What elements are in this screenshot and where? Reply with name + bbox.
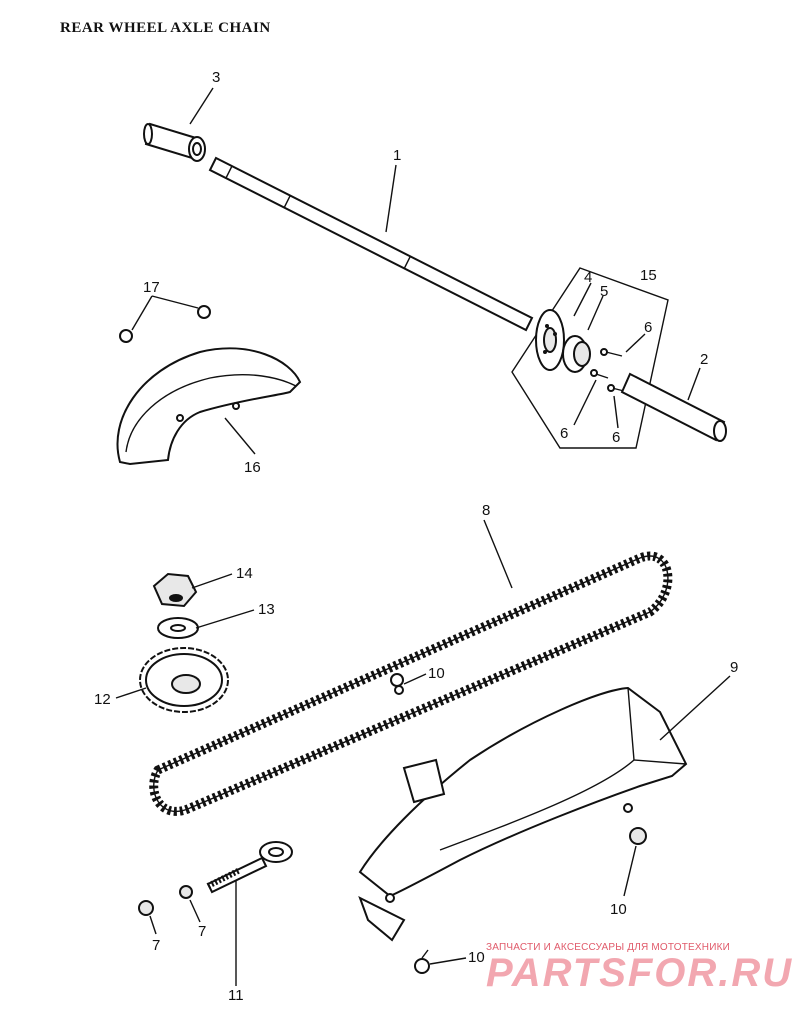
callout-7a: 7 bbox=[152, 937, 160, 954]
callout-15: 15 bbox=[640, 267, 657, 284]
hub-assembly-part-15 bbox=[511, 267, 669, 449]
washer-part-13 bbox=[157, 617, 199, 639]
callout-4: 4 bbox=[584, 269, 592, 286]
callout-labels: 1 2 3 4 5 6 6 6 7 7 8 9 10 10 10 11 12 1… bbox=[94, 69, 738, 1004]
callout-2: 2 bbox=[700, 351, 708, 368]
callout-6a: 6 bbox=[644, 319, 652, 336]
watermark-brand: PARTSFOR.RU bbox=[486, 951, 794, 995]
page-title: REAR WHEEL AXLE CHAIN bbox=[60, 20, 271, 36]
callout-14: 14 bbox=[236, 565, 253, 582]
watermark-caption: ЗАПЧАСТИ И АКСЕССУАРЫ ДЛЯ МОТОТЕХНИКИ bbox=[486, 942, 731, 953]
nuts-part-17 bbox=[119, 305, 211, 343]
callout-6b: 6 bbox=[560, 425, 568, 442]
callout-12: 12 bbox=[94, 691, 111, 708]
chain-tensioner-part-11 bbox=[206, 841, 293, 894]
callout-11: 11 bbox=[228, 987, 244, 1004]
chain-cover-part-9 bbox=[358, 686, 688, 942]
bolt-part-10-right bbox=[629, 827, 647, 845]
watermark: ЗАПЧАСТИ И АКСЕССУАРЫ ДЛЯ МОТОТЕХНИКИ PA… bbox=[486, 942, 796, 993]
callout-8: 8 bbox=[482, 502, 490, 519]
drive-sprocket-part-12 bbox=[139, 647, 229, 713]
nut-part-14 bbox=[152, 572, 198, 608]
callout-1: 1 bbox=[393, 147, 401, 164]
callout-6c: 6 bbox=[612, 429, 620, 446]
callout-16: 16 bbox=[244, 459, 261, 476]
axle-sleeve-part-3 bbox=[143, 122, 206, 162]
callout-10c: 10 bbox=[468, 949, 485, 966]
callout-7b: 7 bbox=[198, 923, 206, 940]
callout-17: 17 bbox=[143, 279, 160, 296]
axle-end-part-2 bbox=[620, 372, 727, 442]
callout-10a: 10 bbox=[428, 665, 445, 682]
callout-9: 9 bbox=[730, 659, 738, 676]
drive-chain-part-8 bbox=[149, 551, 673, 816]
bolt-part-10-lower bbox=[414, 949, 430, 974]
callout-10b: 10 bbox=[610, 901, 627, 918]
rear-axle-shaft-part-1 bbox=[208, 156, 534, 332]
callout-5: 5 bbox=[600, 283, 608, 300]
leader-lines bbox=[115, 87, 731, 986]
callout-13: 13 bbox=[258, 601, 275, 618]
nuts-part-7 bbox=[138, 885, 193, 916]
callout-3: 3 bbox=[212, 69, 220, 86]
chain-guard-part-16 bbox=[116, 347, 302, 466]
bolt-part-10-upper bbox=[390, 673, 404, 695]
